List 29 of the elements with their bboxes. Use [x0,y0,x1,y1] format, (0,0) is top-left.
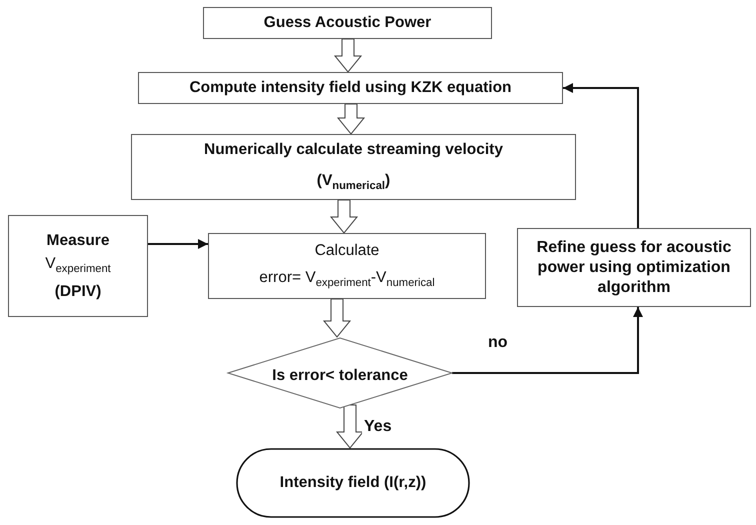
node-text: (DPIV) [54,282,102,301]
block-arrow [334,38,362,73]
node-text: error= V$_{experiment}$-V$_{numerical}$ [259,268,435,292]
arrow [452,307,643,374]
process-box [203,7,492,39]
node-text: Intensity field (I(r,z)) [280,473,426,493]
block-arrow [336,104,366,135]
node-text: Calculate [314,240,380,260]
node-text: Measure [46,231,110,250]
input-box [8,215,148,317]
process-box [131,134,576,200]
node-text: Numerically calculate streaming velocity [204,140,503,160]
terminal-box [236,448,470,518]
node-text: Compute intensity field using KZK equation [189,78,512,98]
process-box [208,233,486,299]
node-text: V$_{experiment}$ [45,254,111,278]
arrow [148,239,208,249]
node-text: Is error< tolerance [272,366,408,386]
block-arrow [330,200,358,234]
node-text: (V$_{numerical}$) [316,171,390,194]
arrow [563,83,639,228]
decision-diamond [228,338,452,408]
node-text: Guess Acoustic Power [264,13,432,33]
process-box [517,228,751,307]
node-text: Refine guess for acoustic power using optimization algorithm [536,238,732,298]
edge-label: Yes [362,418,394,436]
block-arrow [322,298,352,338]
block-arrow [336,404,364,449]
process-box [138,72,563,104]
